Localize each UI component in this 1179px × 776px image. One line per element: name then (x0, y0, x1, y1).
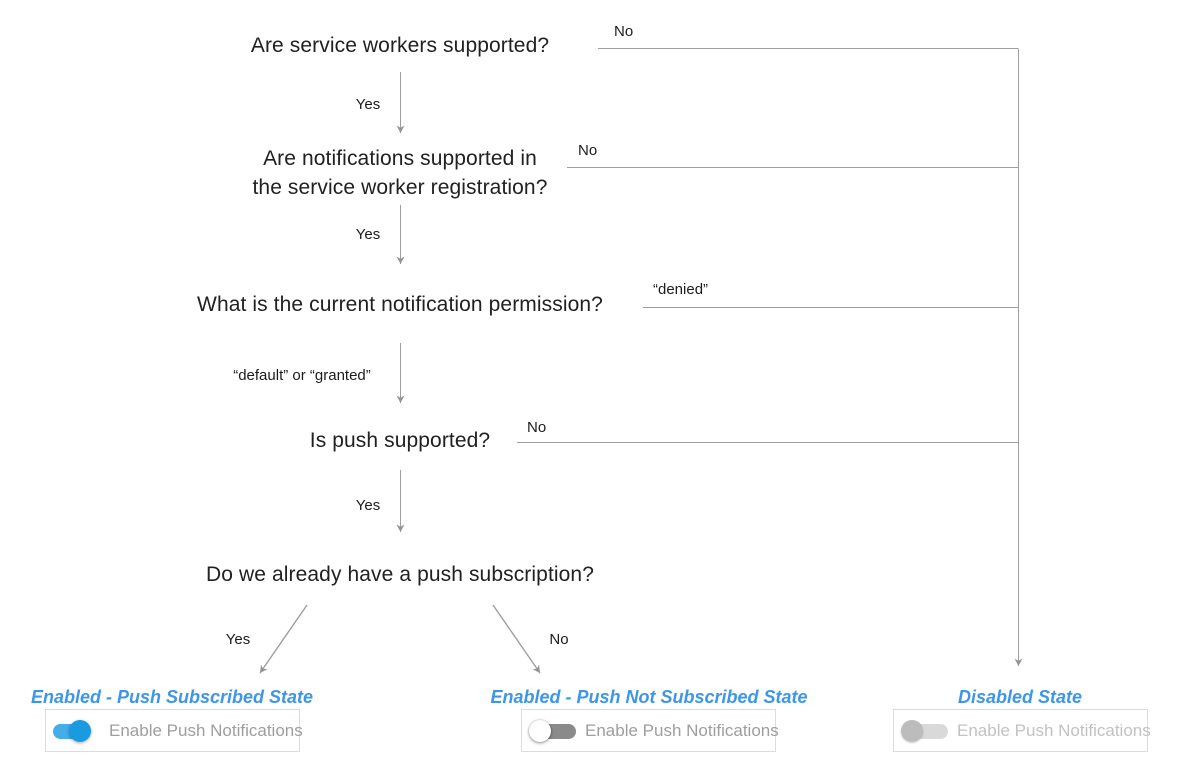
push-toggle-switch-off[interactable] (529, 719, 576, 743)
connector-q5-no-diagonal (492, 604, 541, 674)
question-push-supported: Is push supported? (309, 429, 491, 452)
question-notifications-supported: Are notifications supported in the servi… (252, 147, 548, 199)
branch-label-q1-no: No (614, 23, 634, 40)
branch-label-q5-yes: Yes (225, 631, 251, 648)
branch-label-q3-denied: “denied” (653, 281, 709, 298)
branch-label-q4-no: No (527, 419, 547, 436)
toggle-knob (901, 719, 923, 742)
branch-label-q3-default-or-granted: “default” or “granted” (233, 367, 371, 384)
connector-q5-yes-diagonal (259, 604, 308, 674)
toggle-knob (529, 719, 551, 742)
state-title-disabled: Disabled State (957, 687, 1083, 707)
branch-label-q5-no: No (549, 631, 569, 648)
card-enabled-push-subscribed: Enable Push Notifications (45, 709, 303, 752)
branch-label-q1-yes: Yes (355, 96, 381, 113)
push-toggle-switch-disabled (901, 719, 948, 743)
state-title-enabled-push-subscribed: Enabled - Push Subscribed State (30, 687, 314, 707)
toggle-knob (69, 719, 91, 742)
toggle-label: Enable Push Notifications (585, 720, 779, 740)
branch-label-q4-yes: Yes (355, 497, 381, 514)
state-title-enabled-push-not-subscribed: Enabled - Push Not Subscribed State (490, 687, 808, 707)
toggle-label: Enable Push Notifications (109, 720, 303, 740)
question-notification-permission: What is the current notification permiss… (197, 293, 603, 316)
question-push-subscription: Do we already have a push subscription? (206, 563, 594, 586)
branch-label-q2-yes: Yes (355, 226, 381, 243)
push-toggle-switch-on[interactable] (53, 719, 100, 743)
card-enabled-push-not-subscribed: Enable Push Notifications (521, 709, 779, 752)
branch-label-q2-no: No (578, 142, 598, 159)
toggle-label: Enable Push Notifications (957, 720, 1151, 740)
card-disabled-state: Enable Push Notifications (893, 709, 1151, 752)
question-service-workers-supported: Are service workers supported? (250, 34, 550, 57)
